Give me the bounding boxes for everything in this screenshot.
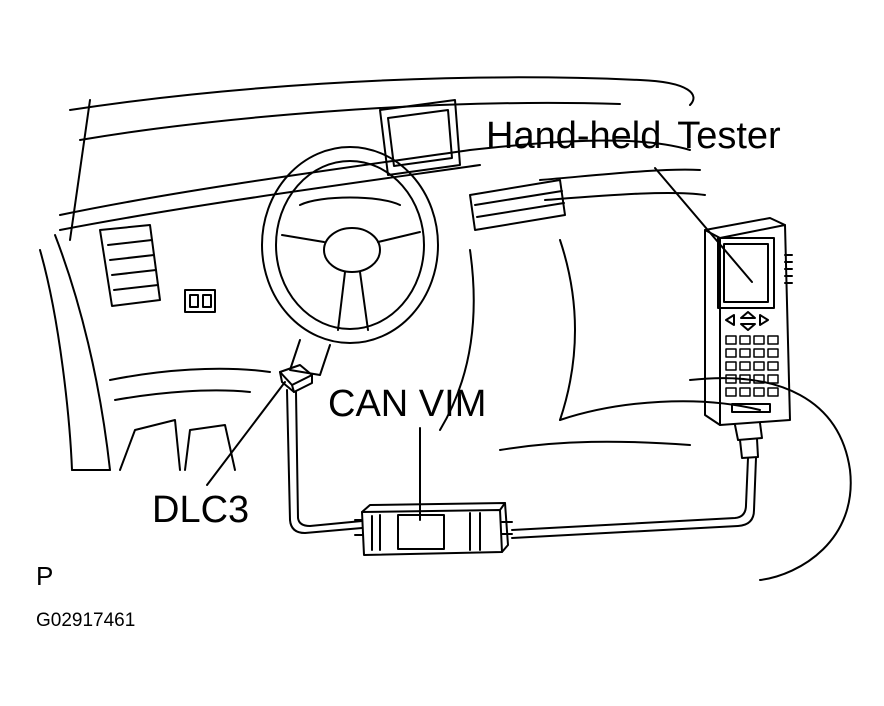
- tester-label: Hand-held Tester: [486, 115, 781, 157]
- dlc3-label: DLC3: [152, 489, 250, 531]
- can-vim-module: [354, 502, 513, 556]
- dashboard-outline: [39, 76, 852, 581]
- hand-held-tester: [704, 217, 793, 459]
- dlc3-connector: [279, 364, 363, 534]
- figure-code-label: G02917461: [36, 610, 136, 631]
- steering-wheel: [261, 146, 439, 376]
- can-vim-label: CAN VIM: [328, 383, 487, 425]
- view-marker-label: P: [36, 561, 54, 591]
- tester-cable-inner: [511, 457, 757, 539]
- tester-cable-outer: [511, 457, 749, 531]
- dlc3-leader-line: [206, 381, 286, 486]
- tester-leader-line: [654, 167, 753, 283]
